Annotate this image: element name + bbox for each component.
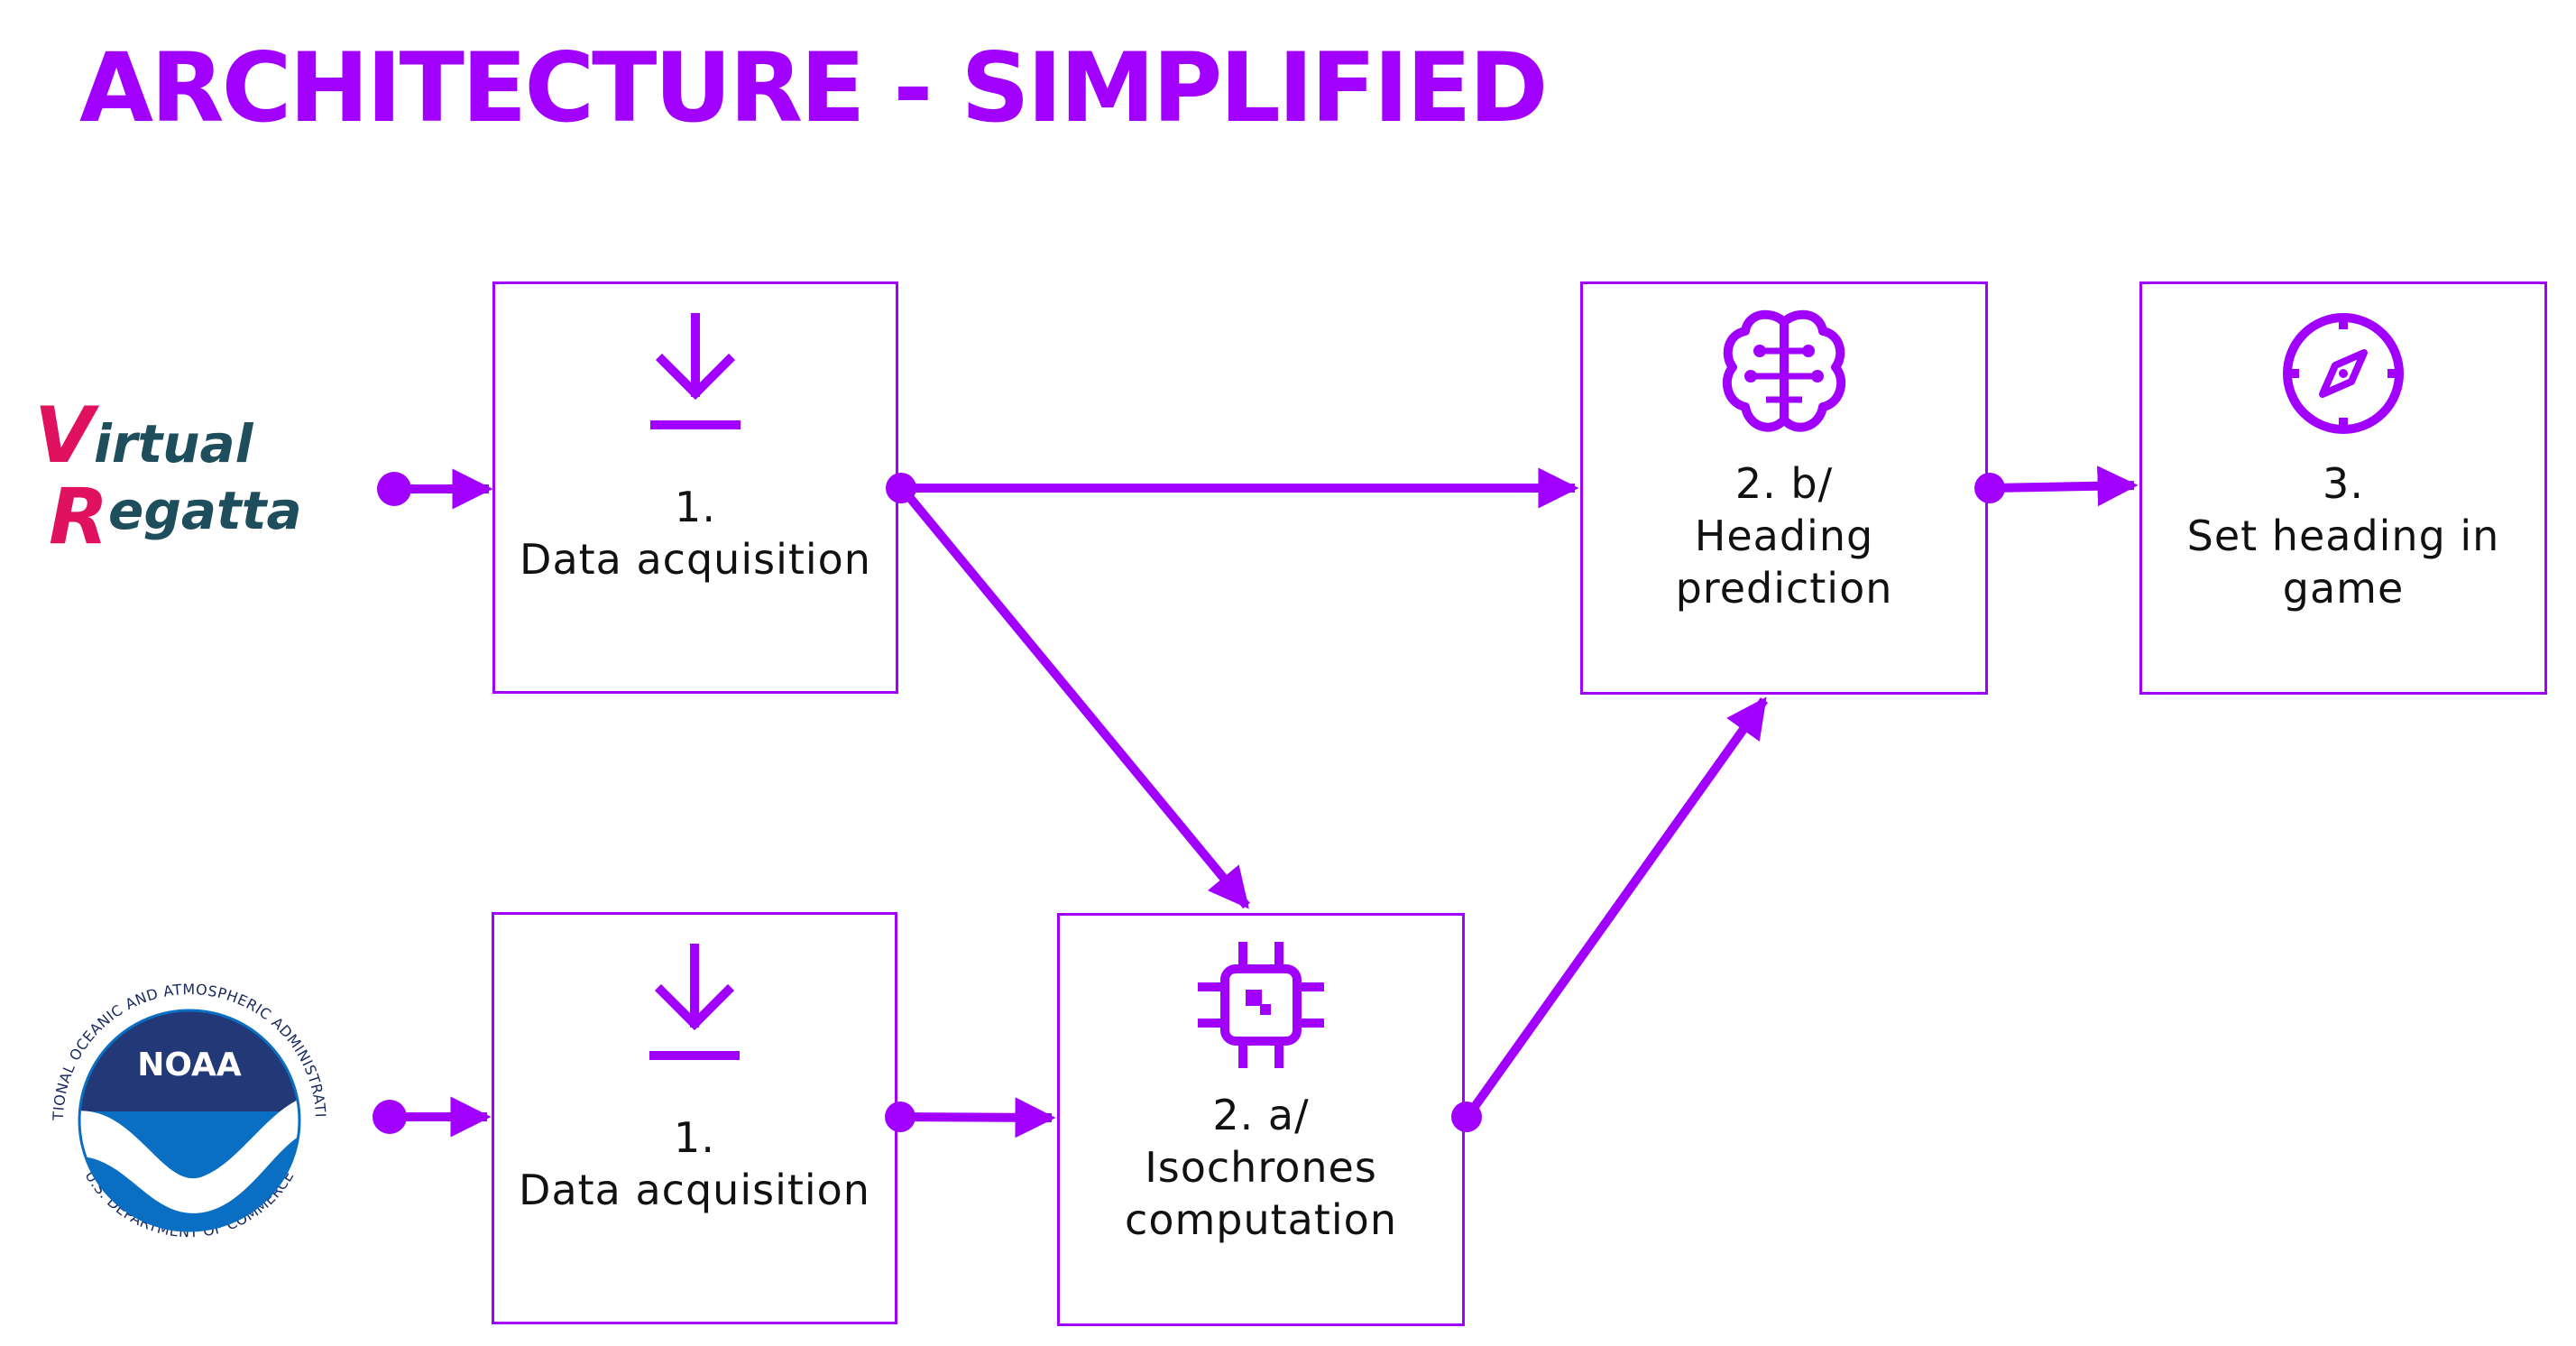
download-icon — [645, 944, 744, 1074]
box-step-label: 3. — [2323, 459, 2364, 508]
box-step-label: 2. b/ — [1734, 459, 1834, 508]
svg-text:irtual: irtual — [94, 413, 254, 475]
compass-icon — [2276, 306, 2411, 446]
noaa-logo: NATIONAL OCEANIC AND ATMOSPHERIC ADMINIS… — [30, 954, 343, 1274]
set-heading-box: 3. Set heading in game — [2139, 281, 2547, 695]
box-title: Data acquisition — [519, 1166, 870, 1214]
data-acquisition-box-bottom: 1. Data acquisition — [492, 912, 897, 1324]
box-step-label: 1. — [674, 1113, 715, 1162]
box-title-line2: game — [2282, 564, 2405, 613]
virtual-regatta-logo: V irtual R egatta — [32, 391, 366, 562]
svg-text:R: R — [49, 472, 108, 559]
connector-dot — [885, 1102, 915, 1132]
page-title: ARCHITECTURE - SIMPLIFIED — [79, 32, 1549, 143]
box-step-label: 2. a/ — [1212, 1091, 1310, 1139]
box-title-line1: Set heading in — [2186, 512, 2500, 560]
box-title-line2: prediction — [1675, 564, 1893, 613]
chip-icon — [1193, 937, 1329, 1077]
box-title-line1: Heading — [1694, 512, 1874, 560]
arrow-heading-to-set-heading — [1991, 466, 2139, 507]
connector-dot — [373, 1100, 407, 1134]
box-title: Data acquisition — [520, 535, 871, 584]
arrow-isochrones-to-heading — [1463, 696, 1769, 1120]
box-step-label: 1. — [675, 483, 716, 531]
svg-text:egatta: egatta — [108, 480, 302, 541]
isochrones-computation-box: 2. a/ Isochrones computation — [1057, 913, 1465, 1326]
heading-prediction-box: 2. b/ Heading prediction — [1580, 281, 1988, 695]
brain-icon — [1716, 306, 1852, 446]
connector-dot — [1974, 473, 2005, 503]
arrow-acquisition-bottom-to-isochrones — [900, 1097, 1056, 1139]
connector-dot — [377, 472, 411, 506]
connector-dot — [886, 473, 916, 503]
box-title-line1: Isochrones — [1145, 1143, 1377, 1192]
connector-dot — [1451, 1102, 1482, 1132]
download-icon — [646, 313, 745, 444]
box-title-line2: computation — [1125, 1195, 1397, 1244]
svg-text:V: V — [34, 397, 100, 481]
arrow-acquisition-to-isochrones — [898, 484, 1250, 909]
svg-text:NOAA: NOAA — [137, 1046, 242, 1083]
